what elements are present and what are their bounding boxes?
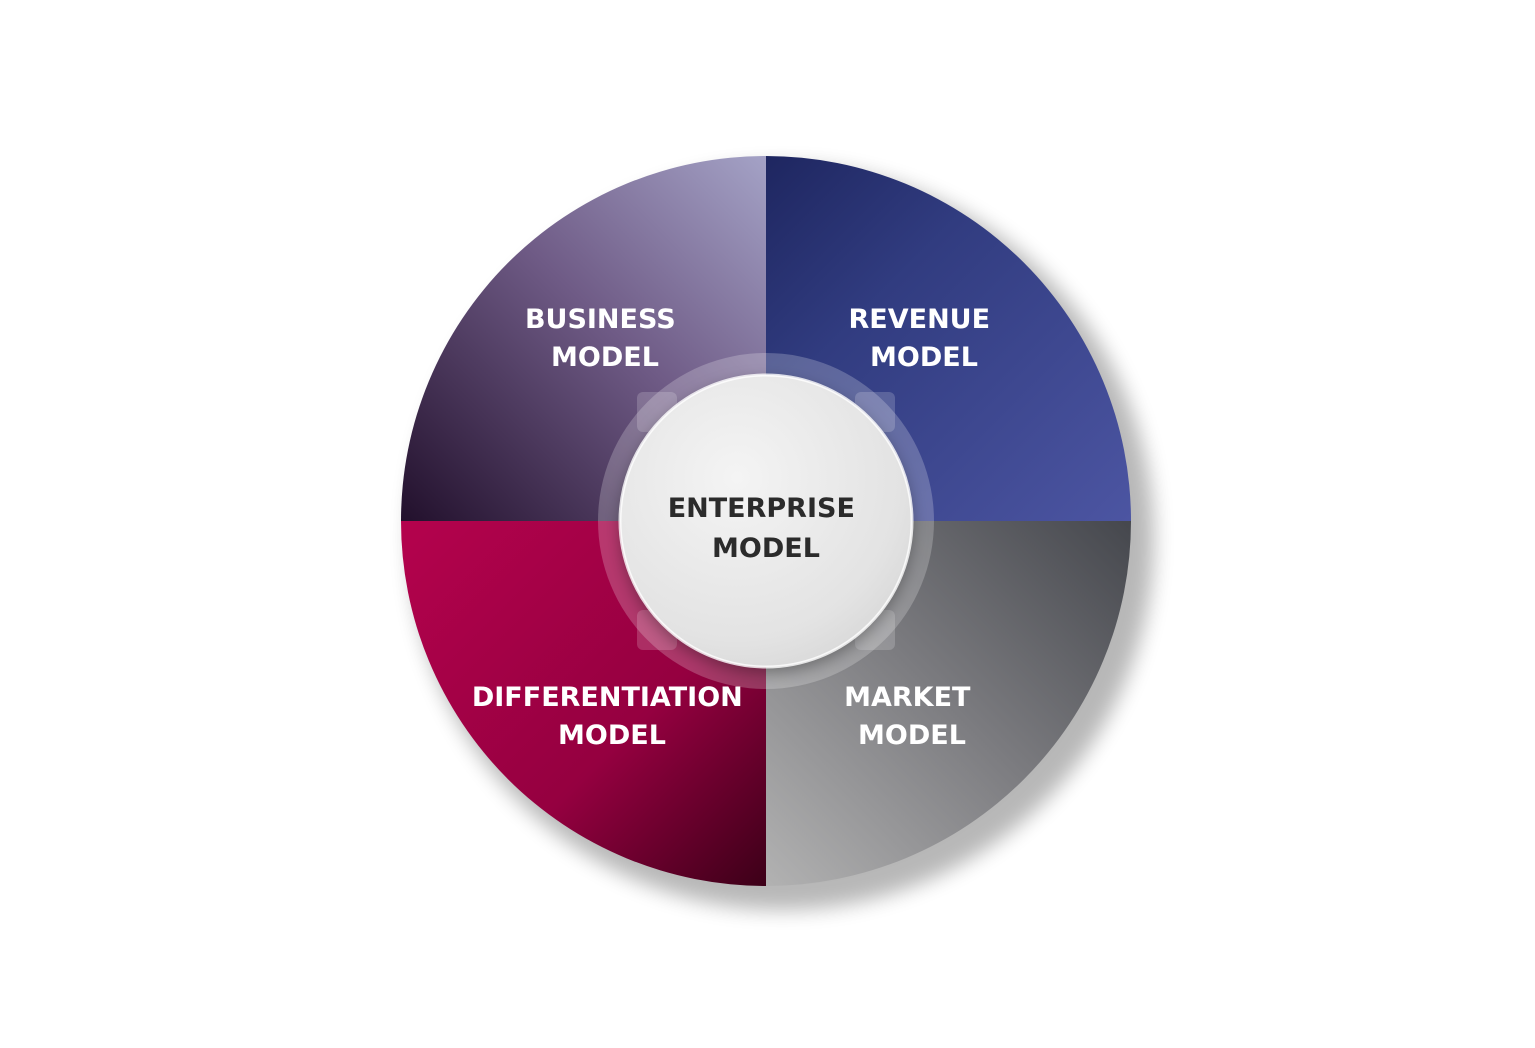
market-label-line2: MODEL xyxy=(858,720,966,751)
market-model-label: MARKET MODEL xyxy=(844,682,980,751)
business-label-line2: MODEL xyxy=(551,342,659,373)
center-disc-rim xyxy=(618,373,914,669)
business-label-line1: BUSINESS xyxy=(525,304,676,335)
revenue-label-line1: REVENUE xyxy=(849,304,991,335)
enterprise-model-label: ENTERPRISE MODEL xyxy=(668,493,865,564)
center-disc xyxy=(620,375,912,667)
differentiation-model-label: DIFFERENTIATION MODEL xyxy=(472,682,752,751)
center-label-line1: ENTERPRISE xyxy=(668,493,855,524)
revenue-model-label: REVENUE MODEL xyxy=(849,304,1000,373)
market-label-line1: MARKET xyxy=(844,682,971,713)
differentiation-label-line1: DIFFERENTIATION xyxy=(472,682,743,713)
business-model-label: BUSINESS MODEL xyxy=(525,304,685,373)
revenue-label-line2: MODEL xyxy=(870,342,978,373)
differentiation-label-line2: MODEL xyxy=(558,720,666,751)
center-label-line2: MODEL xyxy=(712,533,820,564)
